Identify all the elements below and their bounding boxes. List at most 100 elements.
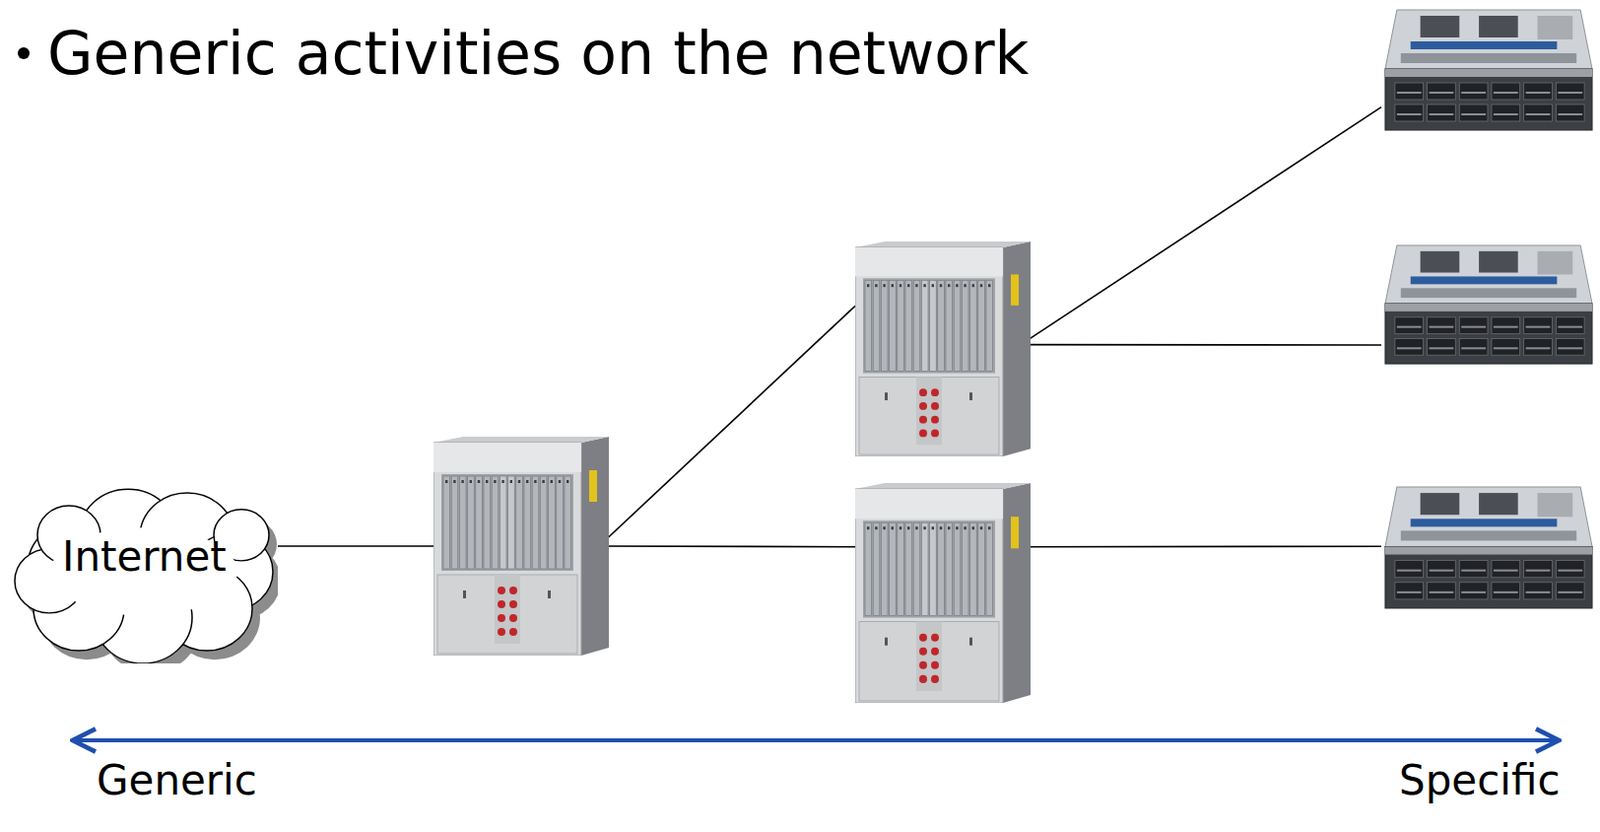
rack-server-part: [1478, 15, 1519, 38]
network-link: [1020, 107, 1382, 345]
server: [1381, 241, 1597, 368]
chassis-switch-part: [937, 279, 945, 371]
rack-server-part: [1395, 560, 1424, 578]
chassis-switch-part: [931, 401, 939, 410]
chassis-switch-part: [499, 475, 507, 569]
chassis-switch-part: [945, 279, 953, 371]
chassis-switch-part: [469, 479, 472, 483]
rack-server-part: [1461, 326, 1486, 329]
rack-server-part: [1459, 560, 1488, 578]
rack-server-part: [1429, 591, 1455, 594]
rack-server-part: [1397, 591, 1422, 594]
rack-server-part: [1429, 569, 1455, 572]
rack-server-part: [1491, 104, 1521, 122]
chassis-switch-part: [919, 647, 928, 656]
rack-server-part: [1461, 591, 1486, 594]
chassis-switch-part: [518, 479, 521, 483]
chassis-switch-part: [541, 479, 544, 483]
chassis-switch: [433, 436, 611, 656]
chassis-switch-part: [1010, 516, 1019, 548]
chassis-switch-part: [509, 627, 518, 636]
chassis-switch-part: [859, 376, 1000, 455]
chassis-switch-part: [539, 475, 547, 569]
rack-server-part: [1526, 113, 1551, 116]
chassis-switch-part: [510, 479, 513, 483]
rack-server-part: [1526, 591, 1551, 594]
rack-server-part: [1491, 582, 1521, 600]
chassis-switch-part: [494, 574, 521, 644]
chassis-switch-part: [980, 526, 983, 530]
cloud-core: [50, 527, 238, 615]
chassis-switch-part: [986, 279, 994, 371]
rack-server-part: [1427, 104, 1457, 122]
chassis-switch-part: [972, 526, 975, 530]
chassis-switch-part: [931, 647, 939, 656]
chassis-switch-part: [1010, 273, 1019, 305]
chassis-switch-part: [891, 283, 894, 287]
chassis-switch-part: [891, 526, 894, 530]
chassis-switch-part: [899, 526, 902, 530]
chassis-switch-part: [509, 586, 518, 595]
node-label: Internet: [62, 532, 227, 582]
chassis-switch-part: [931, 429, 939, 438]
chassis-switch-part: [863, 520, 996, 617]
rack-server-part: [1385, 245, 1593, 304]
rack-server-part: [1385, 486, 1593, 546]
chassis-switch-part: [931, 661, 939, 669]
chassis-switch-part: [882, 526, 885, 530]
chassis-switch-part: [963, 283, 966, 287]
chassis-switch-part: [882, 283, 885, 287]
chassis-switch-part: [548, 475, 556, 569]
rack-server-part: [1385, 545, 1593, 607]
chassis-switch-part: [969, 637, 973, 646]
chassis-switch-part: [889, 522, 897, 615]
chassis-switch-part: [491, 475, 499, 569]
rack-server-part: [1478, 492, 1519, 515]
chassis-switch-part: [524, 475, 532, 569]
chassis-switch-part: [855, 488, 1003, 703]
rack-server-part: [1395, 104, 1424, 122]
rack-server-part: [1397, 91, 1422, 94]
chassis-switch-part: [907, 283, 910, 287]
rack-server-part: [1537, 251, 1574, 275]
chassis-switch-part: [980, 283, 983, 287]
chassis-switch-part: [433, 436, 609, 443]
chassis-switch-part: [905, 522, 913, 615]
chassis-switch-part: [508, 475, 516, 569]
chassis-switch-part: [919, 401, 928, 410]
rack-server-part: [1461, 346, 1486, 349]
rack-server-part: [1557, 569, 1583, 572]
chassis-switch-part: [866, 526, 869, 530]
chassis-switch-part: [509, 613, 518, 622]
chassis-switch-part: [872, 522, 880, 615]
network-link: [277, 544, 434, 547]
chassis-switch-part: [558, 479, 561, 483]
chassis-switch-part: [874, 526, 877, 530]
chassis-switch-part: [986, 522, 994, 615]
chassis-switch-part: [451, 475, 459, 569]
chassis-switch-part: [441, 473, 574, 571]
rack-server-part: [1555, 560, 1585, 578]
generic-specific-axis: [74, 737, 1557, 742]
chassis-switch-part: [953, 522, 961, 615]
rack-server-part: [1491, 337, 1521, 355]
rack-server-part: [1524, 317, 1553, 334]
chassis-switch-part: [581, 436, 609, 656]
chassis-switch-part: [907, 526, 910, 530]
rack-server-part: [1493, 113, 1519, 116]
rack-server-part: [1400, 53, 1577, 64]
rack-server-part: [1461, 91, 1486, 94]
chassis-switch-part: [463, 590, 467, 599]
rack-server-part: [1395, 317, 1424, 334]
chassis-switch-part: [526, 479, 529, 483]
chassis-switch-part: [916, 621, 942, 691]
chassis-switch-part: [978, 522, 986, 615]
chassis-switch-part: [970, 522, 978, 615]
rack-server-part: [1524, 560, 1553, 578]
rack-server-part: [1557, 91, 1583, 94]
rack-server-part: [1557, 591, 1583, 594]
cloud-outline: [14, 488, 273, 664]
rack-server-part: [1385, 9, 1593, 69]
rack-server-part: [1461, 113, 1486, 116]
rack-server-part: [1420, 15, 1461, 38]
